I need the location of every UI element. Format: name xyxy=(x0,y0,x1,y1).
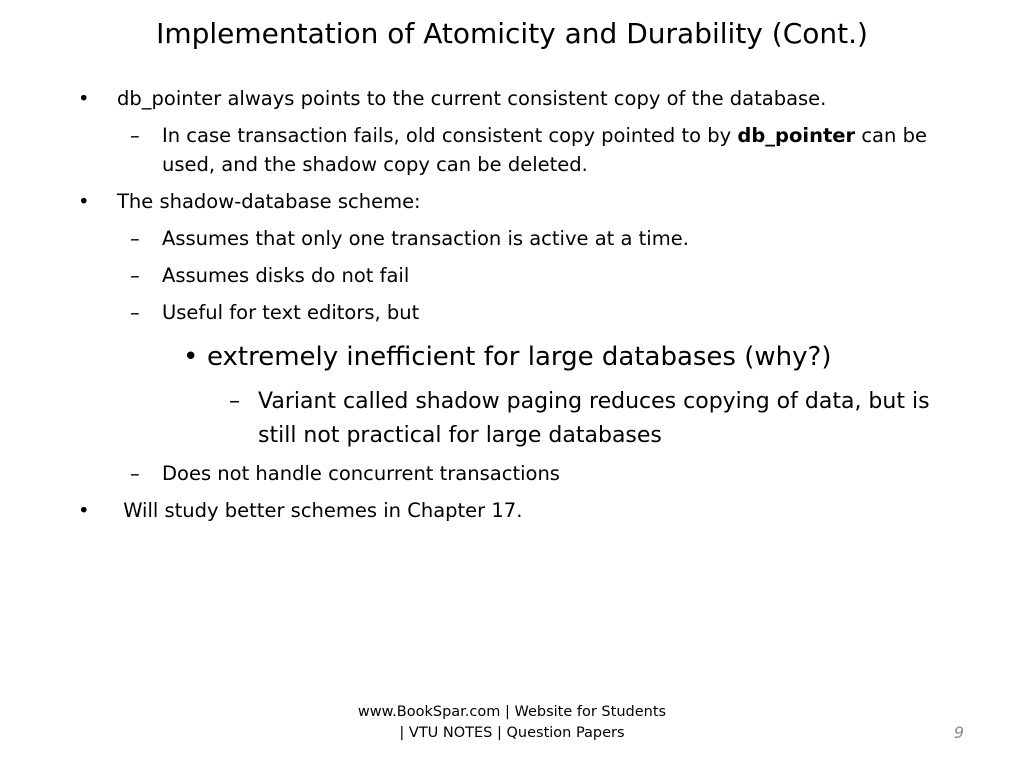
sub-sub-bullet-text: extremely inefficient for large database… xyxy=(207,342,832,372)
shadow-paging-continuation: still not practical for large databases xyxy=(258,423,662,448)
sub-bullet-2-4-text: Does not handle concurrent transactions xyxy=(162,462,560,485)
dash-marker: – xyxy=(130,227,140,250)
bullet-marker: • xyxy=(78,190,90,213)
sub-bullet-1-1-text: In case transaction fails, old consisten… xyxy=(162,123,927,149)
bullet-marker: • xyxy=(78,87,90,110)
bullet-1-text: db_pointer always points to the current … xyxy=(117,87,827,110)
bullet-3-text: Will study better schemes in Chapter 17. xyxy=(117,499,523,522)
dash-marker: – xyxy=(130,124,140,147)
db-pointer-bold: db_pointer xyxy=(737,124,856,147)
sub-bullet-2-3-text: Useful for text editors, but xyxy=(162,301,420,324)
dash-marker: – xyxy=(229,389,240,414)
shadow-paging-text: Variant called shadow paging reduces cop… xyxy=(258,389,930,414)
dash-marker: – xyxy=(130,264,140,287)
dash-marker: – xyxy=(130,301,140,324)
sub-bullet-1-1-text-before: In case transaction fails, old consisten… xyxy=(162,124,738,147)
sub-bullet-2-1-text: Assumes that only one transaction is act… xyxy=(162,227,689,250)
bullet-2-text: The shadow-database scheme: xyxy=(117,190,421,213)
footer-text: www.BookSpar.com | Website for Students … xyxy=(357,704,667,741)
bullet-marker: • xyxy=(78,499,90,522)
slide-title: Implementation of Atomicity and Durabili… xyxy=(156,17,868,50)
sub-bullet-1-1-text-after: can be xyxy=(855,124,927,147)
sub-bullet-2-2-text: Assumes disks do not fail xyxy=(162,264,410,287)
page-number: 9 xyxy=(953,723,964,742)
sub-bullet-1-1-continuation: used, and the shadow copy can be deleted… xyxy=(162,153,588,176)
dash-marker: – xyxy=(130,462,140,485)
bullet-marker: • xyxy=(183,342,199,372)
